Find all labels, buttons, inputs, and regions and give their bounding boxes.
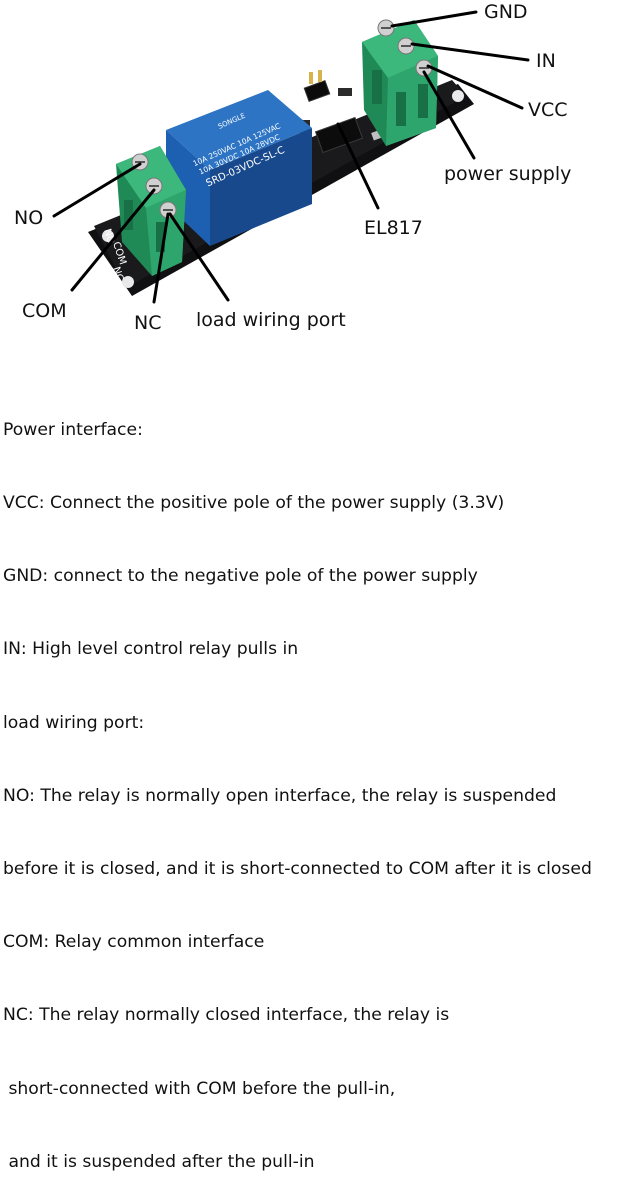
desc-line-nc-1: NC: The relay normally closed interface,… (3, 1005, 450, 1026)
leader-no (52, 162, 142, 218)
label-power-supply: power supply (444, 163, 571, 185)
leader-el817 (336, 122, 380, 210)
desc-line-in: IN: High level control relay pulls in (3, 639, 299, 660)
label-vcc: VCC (528, 99, 568, 121)
label-load-wiring-port: load wiring port (196, 309, 346, 331)
leader-nc (152, 212, 170, 304)
terminal-block-power (362, 19, 438, 146)
desc-line-no-1: NO: The relay is normally open interface… (3, 785, 557, 806)
desc-line-power-interface: Power interface: (3, 419, 143, 440)
leader-lines (52, 10, 530, 304)
leader-load-wiring (168, 212, 230, 302)
desc-line-com: COM: Relay common interface (3, 932, 265, 953)
callout-labels: GND IN VCC power supply EL817 NO COM NC … (14, 1, 571, 334)
leader-vcc (426, 64, 524, 110)
label-in: IN (536, 50, 556, 72)
el817-chip (314, 116, 364, 154)
description-text: Power interface: VCC: Connect the positi… (3, 369, 640, 1199)
relay: SONGLE 10A 250VAC 10A 125VAC 10A 30VDC 1… (166, 90, 312, 246)
leader-in (410, 42, 530, 62)
label-gnd: GND (484, 1, 528, 23)
label-com: COM (22, 300, 67, 322)
desc-line-nc-3: and it is suspended after the pull-in (3, 1151, 315, 1172)
silk-nc: NC (110, 266, 125, 283)
leader-com (70, 188, 156, 292)
desc-line-load-wiring-port: load wiring port: (3, 712, 145, 733)
desc-line-nc-2: short-connected with COM before the pull… (3, 1078, 396, 1099)
desc-line-gnd: GND: connect to the negative pole of the… (3, 566, 478, 587)
relay-module-diagram: NO COM NC SONGLE 10A 250VAC 10A 125VAC 1… (14, 1, 571, 334)
label-nc: NC (134, 312, 161, 334)
leader-gnd (390, 10, 478, 28)
desc-line-no-2: before it is closed, and it is short-con… (3, 859, 592, 880)
label-el817: EL817 (364, 217, 423, 239)
leader-power-supply (422, 70, 476, 160)
label-no: NO (14, 207, 43, 229)
desc-line-vcc: VCC: Connect the positive pole of the po… (3, 493, 505, 514)
